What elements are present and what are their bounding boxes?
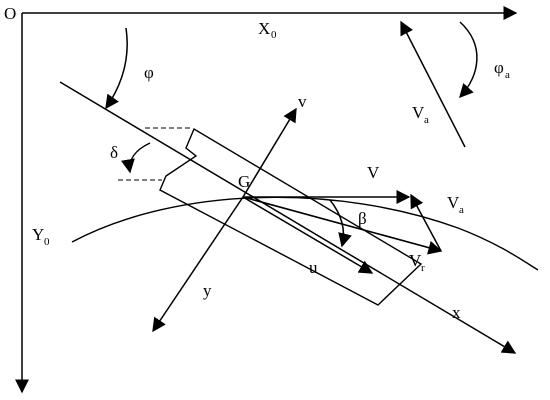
va-top-label: V — [412, 103, 425, 122]
delta-angle-arc — [121, 142, 151, 174]
x-axis-label: x — [452, 303, 461, 322]
beta-angle-arc — [329, 199, 352, 248]
va-right-subscript: a — [459, 204, 464, 216]
beta-label: β — [358, 209, 367, 228]
y-body-axis — [152, 196, 244, 333]
phi-a-label: φ — [494, 58, 504, 77]
phi-a-subscript: a — [505, 69, 510, 81]
phi-a-angle-arc — [459, 21, 478, 99]
phi-angle-arc — [105, 27, 128, 110]
wind-velocity-arrow-top — [400, 20, 466, 148]
x0-subscript: 0 — [271, 29, 277, 41]
phi-label: φ — [144, 63, 154, 82]
va-top-subscript: a — [424, 114, 429, 126]
v-axis-label: v — [298, 92, 307, 111]
y0-label: Y — [32, 225, 44, 244]
u-axis-label: u — [309, 258, 318, 277]
x-body-axis — [59, 81, 517, 354]
x0-label: X — [258, 19, 270, 38]
cg-label: G — [238, 172, 250, 191]
delta-label: δ — [110, 143, 118, 162]
ship-hull — [159, 127, 423, 306]
origin-label: O — [4, 4, 16, 23]
trajectory-curve — [71, 196, 539, 271]
v-body-axis — [242, 107, 297, 198]
wind-velocity-arrow-right — [410, 193, 442, 252]
vr-subscript: r — [421, 262, 425, 274]
u-velocity-arrow — [242, 196, 374, 274]
va-right-label: V — [447, 193, 460, 212]
velocity-v-label: V — [367, 163, 380, 182]
vr-label: V — [409, 251, 422, 270]
y0-subscript: 0 — [44, 236, 50, 248]
y-axis-label: y — [203, 281, 212, 300]
